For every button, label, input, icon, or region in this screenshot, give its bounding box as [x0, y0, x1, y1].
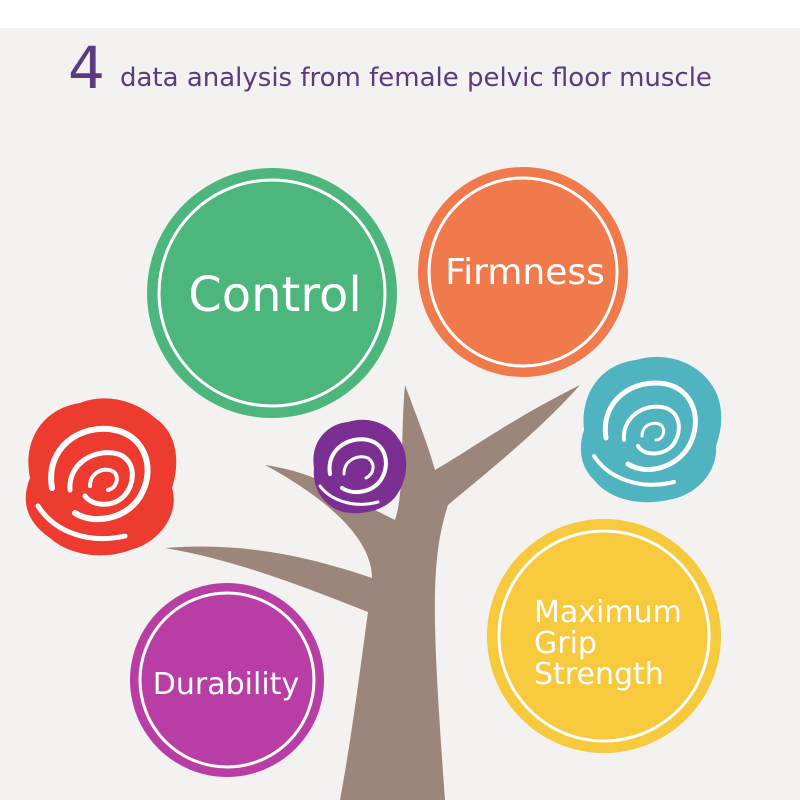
- teal-rose-icon: [580, 356, 722, 503]
- durability-label: Durability: [152, 667, 300, 702]
- title-text: data analysis from female pelvic floor m…: [120, 63, 712, 93]
- firmness-circle: [418, 167, 628, 377]
- page-title: 4 data analysis from female pelvic floor…: [68, 32, 768, 112]
- tree-trunk: [165, 385, 580, 800]
- purple-rose-icon: [313, 419, 407, 514]
- red-rose-icon: [25, 398, 177, 556]
- top-band: [0, 0, 800, 28]
- firmness-label: Firmness: [445, 252, 605, 293]
- title-number: 4: [68, 34, 105, 102]
- control-label: Control: [188, 267, 362, 323]
- grip-label: Maximum Grip Strength: [534, 594, 682, 692]
- control-circle: [147, 168, 397, 418]
- grip-circle: [487, 519, 721, 753]
- durability-circle: [130, 583, 324, 777]
